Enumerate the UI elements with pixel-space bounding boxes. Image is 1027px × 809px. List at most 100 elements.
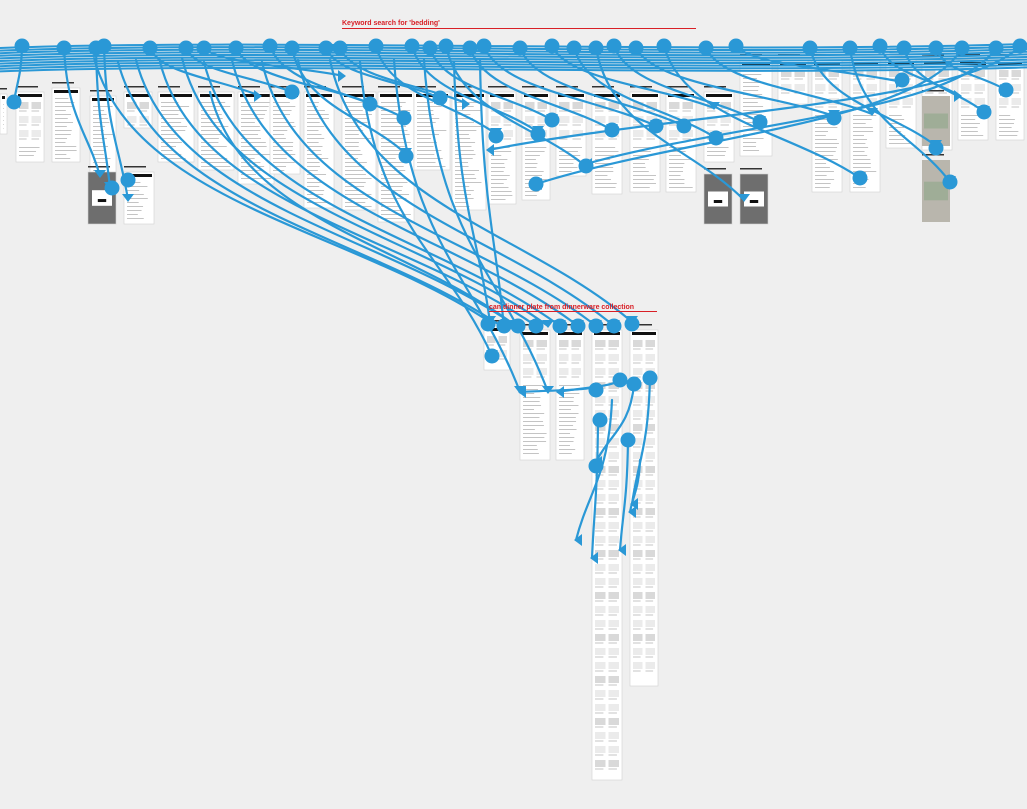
- text-line: [161, 126, 187, 127]
- connector-node-48: [649, 119, 664, 134]
- thumbnail: [633, 648, 643, 655]
- connector-node-43: [489, 129, 504, 144]
- text-line: [19, 151, 36, 152]
- frame-topbar: [632, 94, 658, 97]
- text-line: [127, 214, 138, 215]
- thumb-caption: [669, 111, 677, 112]
- thumbnail: [633, 578, 643, 585]
- text-line: [381, 182, 407, 183]
- thumbnail: [646, 438, 656, 445]
- connector-node-39: [363, 97, 378, 112]
- text-line: [161, 110, 182, 111]
- text-line: [853, 119, 872, 120]
- thumbnail: [633, 522, 643, 529]
- screen-frame: [0, 88, 7, 134]
- thumbnail: [646, 578, 656, 585]
- text-line: [559, 167, 578, 168]
- thumb-caption: [595, 769, 603, 770]
- text-line: [381, 146, 405, 147]
- section-rule-bedding: [342, 28, 696, 29]
- text-line: [417, 138, 431, 139]
- thumb-caption: [595, 755, 603, 756]
- text-line: [241, 126, 260, 127]
- thumbnail: [646, 466, 656, 473]
- text-line: [559, 445, 570, 446]
- thumb-caption: [609, 475, 617, 476]
- thumb-caption: [573, 111, 581, 112]
- text-line: [669, 171, 683, 172]
- text-line: [3, 112, 4, 113]
- connector-node-19: [545, 39, 560, 54]
- text-line: [241, 114, 265, 115]
- text-line: [853, 139, 867, 140]
- thumbnail: [609, 606, 620, 613]
- thumbnail: [646, 494, 656, 501]
- text-line: [853, 147, 868, 148]
- text-line: [55, 110, 66, 111]
- text-line: [523, 401, 540, 402]
- thumb-caption: [633, 559, 641, 560]
- text-line: [241, 106, 269, 107]
- text-line: [523, 425, 544, 426]
- text-line: [345, 118, 369, 119]
- text-line: [633, 183, 656, 184]
- text-line: [455, 110, 480, 111]
- thumbnail: [795, 84, 806, 91]
- text-line: [559, 405, 578, 406]
- thumb-caption: [595, 433, 603, 434]
- frame-label: [90, 90, 112, 92]
- thumb-caption: [646, 657, 654, 658]
- text-line: [55, 118, 68, 119]
- frame-label: [342, 86, 364, 88]
- text-line: [455, 158, 473, 159]
- thumbnail: [572, 340, 582, 347]
- connector-node-46: [579, 159, 594, 174]
- connector-node-12: [369, 39, 384, 54]
- text-line: [491, 175, 510, 176]
- text-line: [491, 199, 506, 200]
- text-line: [273, 158, 287, 159]
- text-line: [55, 158, 70, 159]
- thumb-caption: [609, 531, 617, 532]
- thumbnail: [609, 340, 620, 347]
- text-line: [55, 138, 67, 139]
- text-line: [559, 385, 580, 386]
- thumb-caption: [573, 125, 581, 126]
- thumbnail: [609, 648, 620, 655]
- connector-arrowhead-6: [338, 70, 346, 82]
- connector-node-27: [803, 41, 818, 56]
- text-line: [345, 170, 363, 171]
- text-line: [93, 154, 104, 155]
- thumbnail: [633, 606, 643, 613]
- thumbnail: [609, 480, 620, 487]
- thumb-caption: [683, 111, 691, 112]
- text-line: [815, 143, 839, 144]
- thumbnail: [633, 410, 643, 417]
- thumb-caption: [499, 359, 506, 360]
- connector-node-41: [399, 149, 414, 164]
- thumbnail: [523, 368, 534, 375]
- thumbnail: [595, 606, 606, 613]
- thumbnail: [867, 84, 878, 91]
- thumb-caption: [829, 79, 837, 80]
- text-line: [815, 183, 831, 184]
- frame-label: [16, 86, 38, 88]
- text-line: [417, 102, 433, 103]
- text-line: [743, 146, 756, 147]
- thumb-caption: [646, 671, 654, 672]
- text-line: [525, 155, 540, 156]
- thumb-caption: [572, 377, 580, 378]
- thumb-caption: [829, 107, 837, 108]
- thumb-caption: [975, 93, 983, 94]
- text-line: [491, 151, 511, 152]
- text-line: [417, 110, 433, 111]
- thumb-caption: [609, 685, 617, 686]
- connector-node-21: [589, 41, 604, 56]
- text-line: [559, 453, 572, 454]
- thumbnail: [633, 592, 643, 599]
- thumb-caption: [633, 405, 641, 406]
- thumbnail: [609, 508, 620, 515]
- text-line: [307, 162, 320, 163]
